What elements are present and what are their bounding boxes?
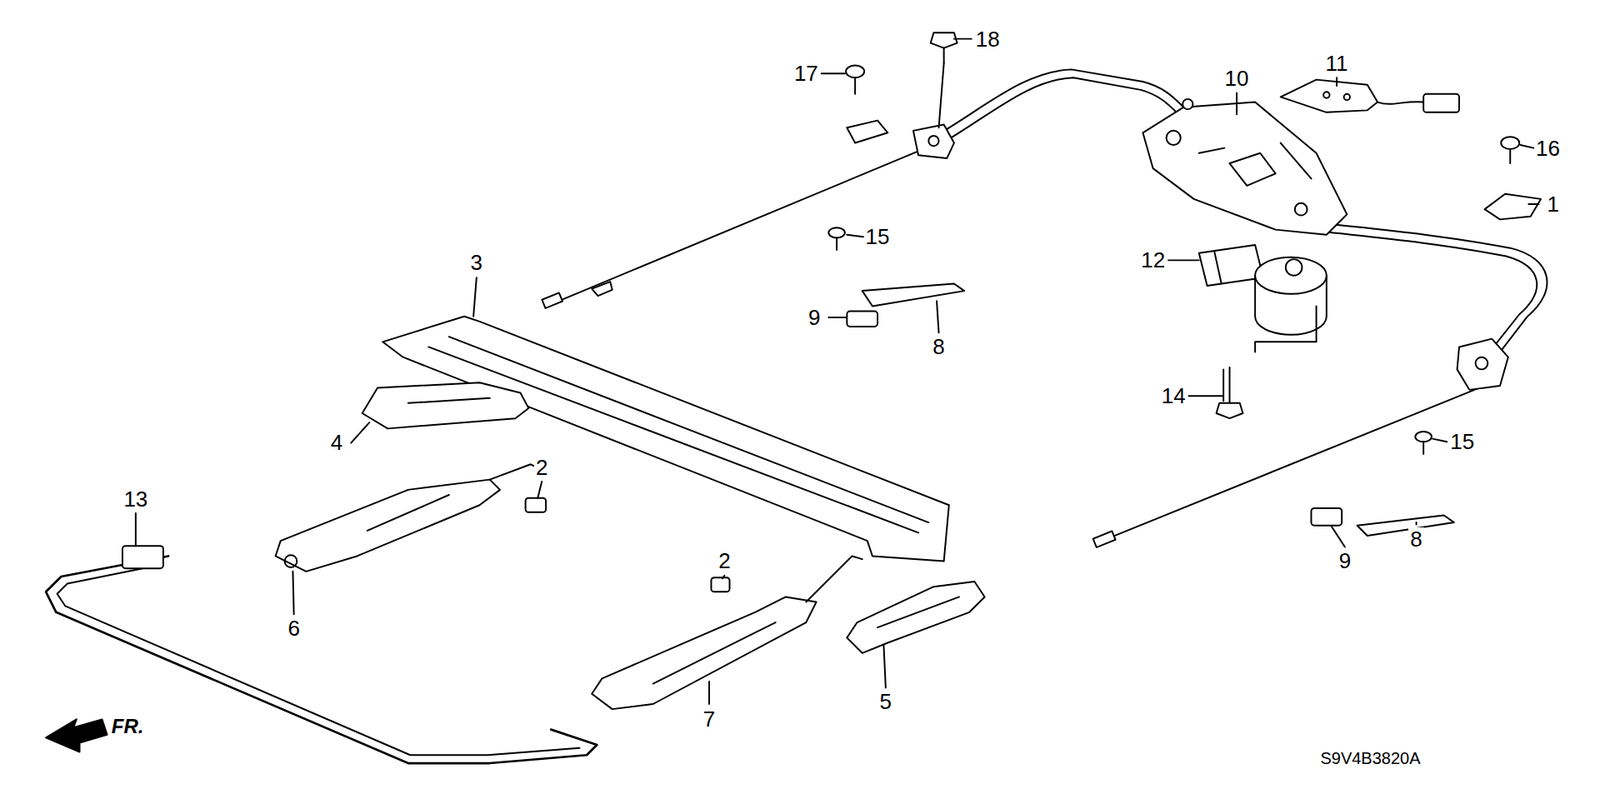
callout-number: 16 [1534, 136, 1562, 160]
callout-number: 8 [1408, 527, 1424, 551]
callout-number: 9 [1337, 549, 1353, 573]
callout-number: 1 [1545, 192, 1560, 216]
callout-number: 2 [716, 549, 732, 573]
callout-number: 2 [534, 455, 550, 480]
callout-number: 5 [878, 690, 894, 714]
callout-number: 18 [974, 27, 1002, 51]
callout-number: 6 [285, 616, 301, 640]
callout-number: 12 [1139, 248, 1167, 272]
front-direction-label: FR. [110, 715, 146, 738]
callout-number: 4 [329, 430, 345, 455]
callout-number: 10 [1223, 66, 1251, 90]
callout-number: 3 [469, 250, 485, 275]
diagram-code: S9V4B3820A [1318, 749, 1422, 768]
callout-number: 14 [1160, 384, 1188, 408]
callout-number: 15 [864, 225, 892, 249]
callout-number: 9 [806, 305, 822, 330]
callout-number: 7 [701, 707, 717, 731]
callout-number: 11 [1324, 51, 1350, 75]
callout-number: 13 [121, 487, 150, 511]
callout-number: 8 [930, 335, 946, 359]
callout-number: 15 [1448, 430, 1476, 454]
callout-number: 17 [792, 61, 820, 85]
